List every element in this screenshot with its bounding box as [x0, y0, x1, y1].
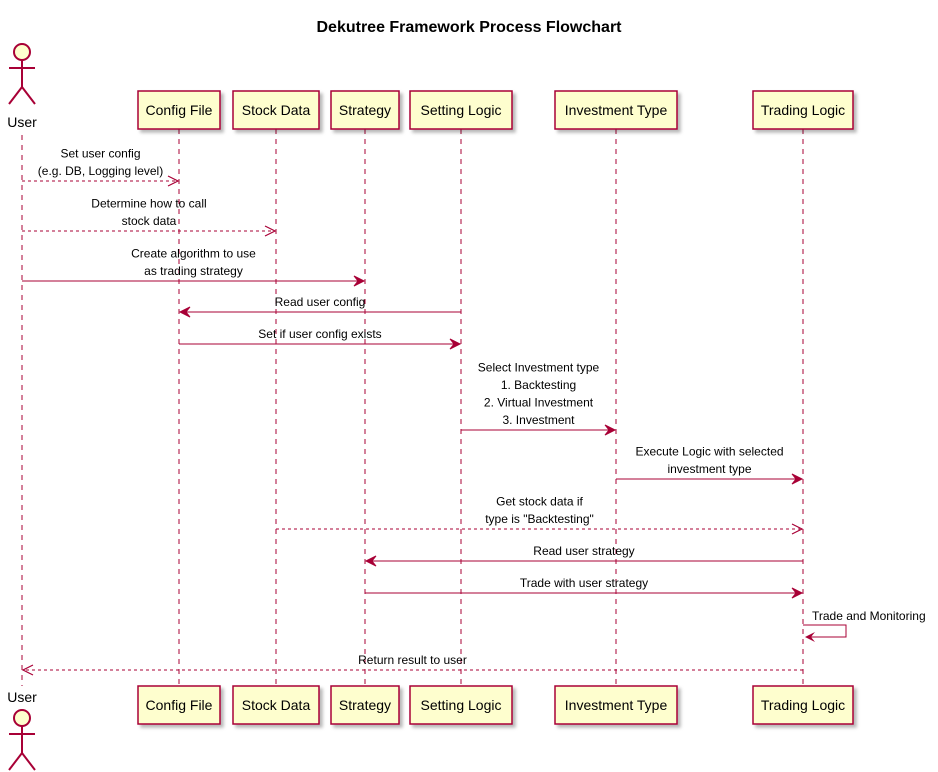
message-label: Select Investment type	[478, 361, 600, 375]
actor-label: User	[7, 689, 37, 705]
arrowhead	[167, 175, 180, 187]
participant-trading-top: Trading Logic	[752, 90, 854, 130]
participant-stock-top: Stock Data	[232, 90, 320, 130]
arrowhead	[805, 632, 815, 642]
participant-config-top: Config File	[137, 90, 221, 130]
participant-box	[752, 685, 854, 725]
message-label: Get stock data if	[496, 495, 583, 509]
participant-label: Stock Data	[242, 697, 311, 713]
participant-investment-top: Investment Type	[554, 90, 678, 130]
participant-label: Config File	[146, 697, 213, 713]
message-1: Set user config (e.g. DB, Logging level)	[22, 147, 180, 187]
arrowhead	[364, 555, 377, 567]
participant-setting-top: Setting Logic	[409, 90, 513, 130]
message-label: 2. Virtual Investment	[484, 396, 594, 410]
stick-figure-icon	[8, 43, 36, 105]
participant-box	[137, 685, 221, 725]
arrowhead	[353, 275, 366, 287]
message-label: (e.g. DB, Logging level)	[38, 164, 163, 178]
actor-user-top: User	[7, 43, 37, 130]
message-label: Set if user config exists	[258, 327, 381, 341]
participant-label: Strategy	[339, 697, 391, 713]
participant-box	[752, 90, 854, 130]
arrowhead	[791, 587, 804, 599]
participant-label: Setting Logic	[421, 697, 502, 713]
message-label: Trade with user strategy	[520, 576, 648, 590]
message-4: Read user config	[178, 295, 461, 318]
message-label: type is "Backtesting"	[485, 512, 594, 526]
messages: Set user config (e.g. DB, Logging level) D…	[21, 147, 926, 676]
lifelines	[21, 129, 804, 686]
participant-config-bottom: Config File	[137, 685, 221, 725]
participant-box	[409, 685, 513, 725]
message-label: 1. Backtesting	[501, 378, 576, 392]
participant-label: Trading Logic	[761, 697, 845, 713]
participant-stock-bottom: Stock Data	[232, 685, 320, 725]
message-label: Set user config	[60, 147, 140, 161]
participant-box	[330, 90, 400, 130]
message-label: Read user strategy	[533, 544, 634, 558]
message-label: investment type	[667, 462, 751, 476]
participant-label: Setting Logic	[421, 102, 502, 118]
participant-label: Investment Type	[565, 102, 668, 118]
participant-strategy-top: Strategy	[330, 90, 400, 130]
participant-label: Trading Logic	[761, 102, 845, 118]
participant-box	[232, 90, 320, 130]
diagram-title: Dekutree Framework Process Flowchart	[316, 19, 622, 36]
message-label: Return result to user	[358, 653, 467, 667]
message-2: Determine how to call stock data	[22, 197, 277, 237]
arrowhead	[178, 306, 191, 318]
message-label: Create algorithm to use	[131, 247, 256, 261]
message-label: stock data	[122, 214, 177, 228]
message-5: Set if user config exists	[179, 327, 462, 350]
participant-trading-bottom: Trading Logic	[752, 685, 854, 725]
message-10: Trade with user strategy	[365, 576, 804, 599]
participant-box	[232, 685, 320, 725]
arrowhead	[791, 473, 804, 485]
participant-box	[554, 685, 678, 725]
arrowhead	[21, 664, 34, 676]
arrowhead	[449, 338, 462, 350]
message-label: Read user config	[275, 295, 366, 309]
stick-figure-icon	[8, 709, 36, 771]
participant-strategy-bottom: Strategy	[330, 685, 400, 725]
message-11: Trade and Monitoring	[803, 609, 926, 642]
message-label: Execute Logic with selected	[635, 445, 783, 459]
message-6: Select Investment type 1. Backtesting 2. V…	[461, 361, 617, 436]
message-12: Return result to user	[21, 653, 803, 676]
participant-label: Config File	[146, 102, 213, 118]
message-label: 3. Investment	[502, 413, 575, 427]
message-line	[803, 624, 847, 638]
message-label: Trade and Monitoring	[812, 609, 926, 623]
message-label: Determine how to call	[91, 197, 206, 211]
participant-label: Stock Data	[242, 102, 311, 118]
participant-box	[409, 90, 513, 130]
participant-box	[137, 90, 221, 130]
actor-user-bottom: User	[7, 689, 37, 771]
participant-label: Investment Type	[565, 697, 668, 713]
arrowhead	[791, 523, 804, 535]
actor-label: User	[7, 114, 37, 130]
message-label: as trading strategy	[144, 264, 243, 278]
participant-box	[554, 90, 678, 130]
participant-box	[330, 685, 400, 725]
message-7: Execute Logic with selected investment ty…	[616, 445, 804, 485]
participant-investment-bottom: Investment Type	[554, 685, 678, 725]
participant-setting-bottom: Setting Logic	[409, 685, 513, 725]
message-9: Read user strategy	[364, 544, 803, 567]
participant-label: Strategy	[339, 102, 391, 118]
arrowhead	[604, 424, 617, 436]
message-8: Get stock data if type is "Backtesting"	[276, 495, 804, 535]
arrowhead	[264, 225, 277, 237]
message-3: Create algorithm to use as trading strate…	[22, 247, 366, 287]
